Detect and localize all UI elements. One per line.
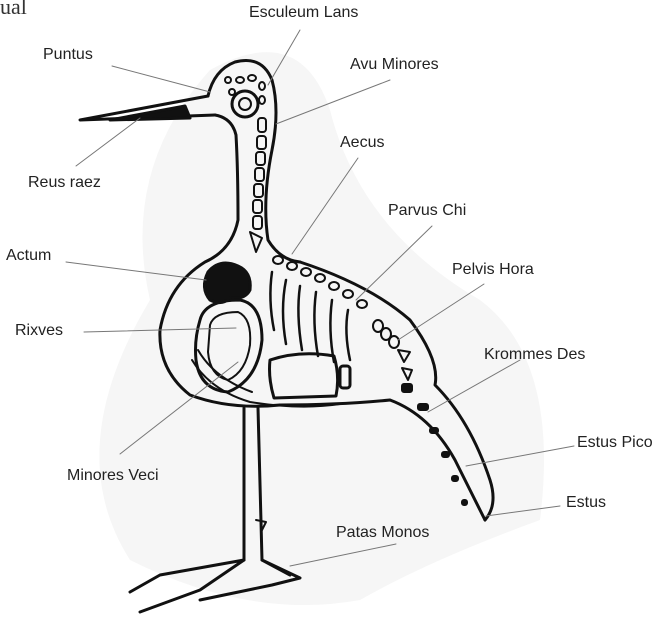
label-esculeum-lans: Esculeum Lans <box>249 4 358 22</box>
background-wash <box>99 52 544 605</box>
label-krommes-des: Krommes Des <box>484 346 585 364</box>
label-reus-raez: Reus raez <box>28 174 101 192</box>
label-patas-monos: Patas Monos <box>336 524 429 542</box>
label-estus-pico: Estus Pico <box>577 434 653 452</box>
label-estus: Estus <box>566 494 606 512</box>
label-puntus: Puntus <box>43 46 93 64</box>
label-aecus: Aecus <box>340 134 384 152</box>
label-pelvis-hora: Pelvis Hora <box>452 261 534 279</box>
label-actum: Actum <box>6 247 51 265</box>
label-avu-minores: Avu Minores <box>350 56 439 74</box>
leader-reus-raez <box>76 118 140 166</box>
label-rixves: Rixves <box>15 322 63 340</box>
leader-puntus <box>112 66 210 92</box>
corner-text: ual <box>0 0 27 20</box>
label-minores-veci: Minores Veci <box>67 467 159 485</box>
dark-organ <box>204 263 250 302</box>
label-parvus-chi: Parvus Chi <box>388 202 466 220</box>
